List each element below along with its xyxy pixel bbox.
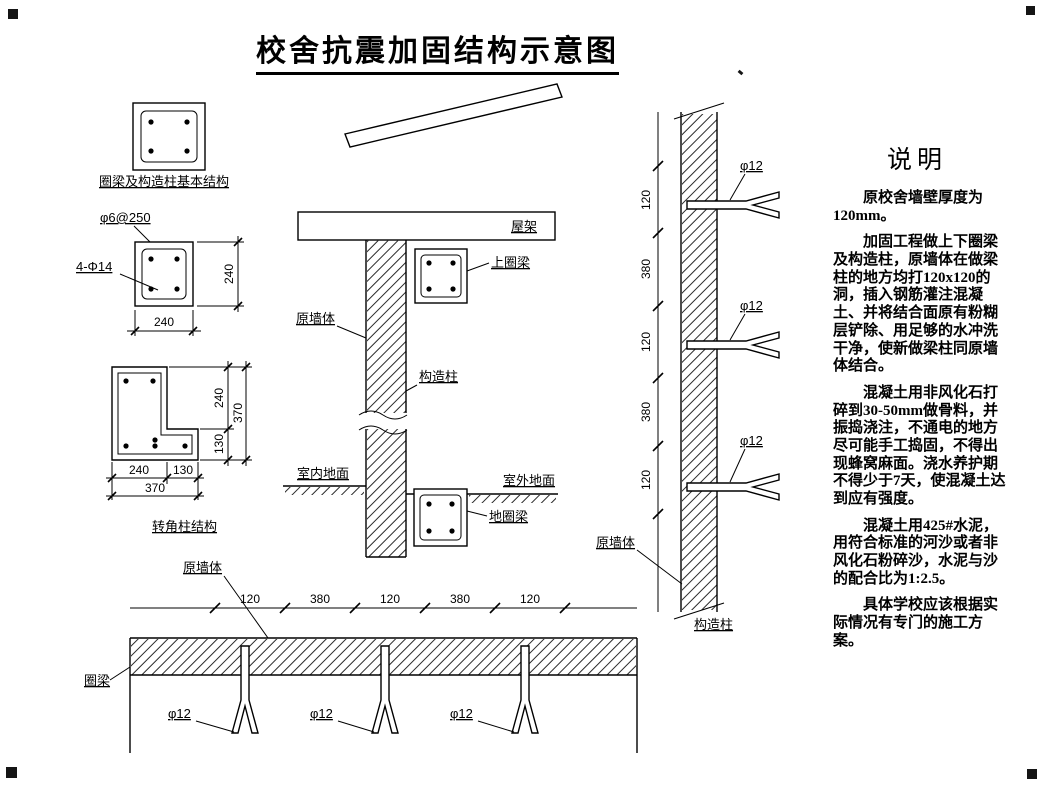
rebar-fork [686,331,780,359]
break-line [358,425,408,435]
scan-mark-topright [1026,6,1035,15]
label-ring-beam: 圈梁 [84,673,110,688]
upper-ring-beam: 上圈梁 [414,248,530,304]
dim-370: 370 [145,481,165,495]
rebar-fork [371,645,399,734]
leader-original-wall [336,325,367,339]
label-original-wall: 原墙体 [596,535,635,550]
dimension-bottom: 240 130 370 [106,462,204,501]
rebar-fork [686,191,780,219]
dimension-right: 240 [197,236,244,312]
label-structural-column: 构造柱 [694,617,733,632]
label-corner-column: 转角柱结构 [152,519,217,534]
roof-truss-beam [297,211,556,241]
stirrup-outline [141,248,187,300]
label-indoor-ground: 室内地面 [297,466,349,481]
label-stirrup-spec: φ6@250 [100,210,151,225]
scan-mark-bottomleft [6,767,17,778]
dim-120: 120 [639,190,653,210]
dim-120: 120 [639,332,653,352]
leader-structural-column [405,384,418,392]
note-paragraph: 原校舍墙壁厚度为120mm。 [833,190,984,224]
dim-height: 240 [222,264,236,284]
wall-section-vertical: 120 380 120 380 120 φ12 φ12 φ12 原墙体 构造柱 [596,102,780,632]
column-section-outline [132,102,206,171]
label-rebar-phi12: φ12 [740,298,763,313]
dimension-right: 240 130 370 [169,361,252,466]
dimension-left: 120 380 120 380 120 [639,112,664,612]
dim-120: 120 [240,592,260,606]
dim-240: 240 [129,463,149,477]
rebar-dots [148,119,190,154]
dim-120: 120 [520,592,540,606]
dim-380: 380 [450,592,470,606]
dimension-top: 120 380 120 380 120 [130,592,637,614]
label-rebar-phi12: φ12 [168,706,191,721]
label-original-wall: 原墙体 [296,311,335,326]
label-rebar-phi12: φ12 [740,158,763,173]
roof-diagonal-member [344,83,563,148]
corner-stirrup-outline [117,372,193,455]
note-paragraph: 具体学校应该根据实际情况有专门的施工方案。 [833,597,999,649]
rebar-dots [148,256,180,292]
label-rebar-phi12: φ12 [310,706,333,721]
label-structural-column: 构造柱 [419,369,458,384]
basic-structure-section: 圈梁及构造柱基本结构 [99,102,229,189]
rebar-dots [123,378,188,449]
corner-column-outline [111,366,199,461]
label-original-wall: 原墙体 [183,560,222,575]
note-paragraph: 加固工程做上下圈梁及构造柱，原墙体在做梁柱的地方均打120x120的洞，插入钢筋… [833,234,999,375]
break-line [673,602,725,620]
note-paragraph: 混凝土用非风化石打碎到30-50mm做骨料，并振捣浇注，不通电的地方尽可能手工捣… [833,384,1006,507]
notes-panel: 说明 原校舍墙壁厚度为120mm。 加固工程做上下圈梁及构造柱，原墙体在做梁柱的… [833,140,1011,660]
dim-130: 130 [173,463,193,477]
break-line [358,410,408,420]
indoor-ground: 室内地面 [283,466,366,495]
ground-ring-beam: 地圈梁 [413,488,528,547]
elevation-view: 屋架 原墙体 构造柱 室内地面 室外地面 [283,83,563,558]
dim-380: 380 [310,592,330,606]
page-title: 校舍抗震加固结构示意图 [256,26,619,75]
label-rebar-phi12: φ12 [740,433,763,448]
rebar-fork [686,473,780,501]
leader-rebar [119,273,159,291]
stirrup-outline [140,110,198,163]
ring-beam-horizontal: 原墙体 120 380 120 380 120 [84,560,638,753]
label-roof-truss: 屋架 [511,219,537,234]
label-outdoor-ground: 室外地面 [503,473,555,488]
column-detail-section: φ6@250 4-Φ14 240 [76,210,244,336]
dim-240: 240 [212,388,226,408]
label-basic-structure: 圈梁及构造柱基本结构 [99,174,229,189]
note-paragraph: 混凝土用425#水泥，用符合标准的河沙或者非风化石粉碎沙，水泥与沙的配合比为1:… [833,517,999,587]
notes-heading: 说明 [887,147,948,174]
dim-130: 130 [212,434,226,454]
corner-column-section: 240 130 370 240 130 370 [106,361,252,534]
dim-370: 370 [231,403,245,423]
column-section-outline [134,241,194,307]
scan-mark-bottomright [1027,769,1037,779]
label-rebar-phi12: φ12 [450,706,473,721]
dim-120: 120 [639,470,653,490]
dim-width: 240 [154,315,174,329]
hatched-wall [682,114,717,610]
label-upper-ring-beam: 上圈梁 [491,255,530,270]
break-line [673,102,725,120]
dim-380: 380 [639,259,653,279]
rebar-fork [511,645,539,734]
rebar-fork [231,645,259,734]
dimension-bottom: 240 [127,310,201,336]
hatched-wall-column [358,240,408,558]
scan-mark-topleft [8,9,18,19]
label-rebar-spec: 4-Φ14 [76,259,112,274]
label-ground-ring-beam: 地圈梁 [489,509,528,524]
dim-120: 120 [380,592,400,606]
dim-380: 380 [639,402,653,422]
